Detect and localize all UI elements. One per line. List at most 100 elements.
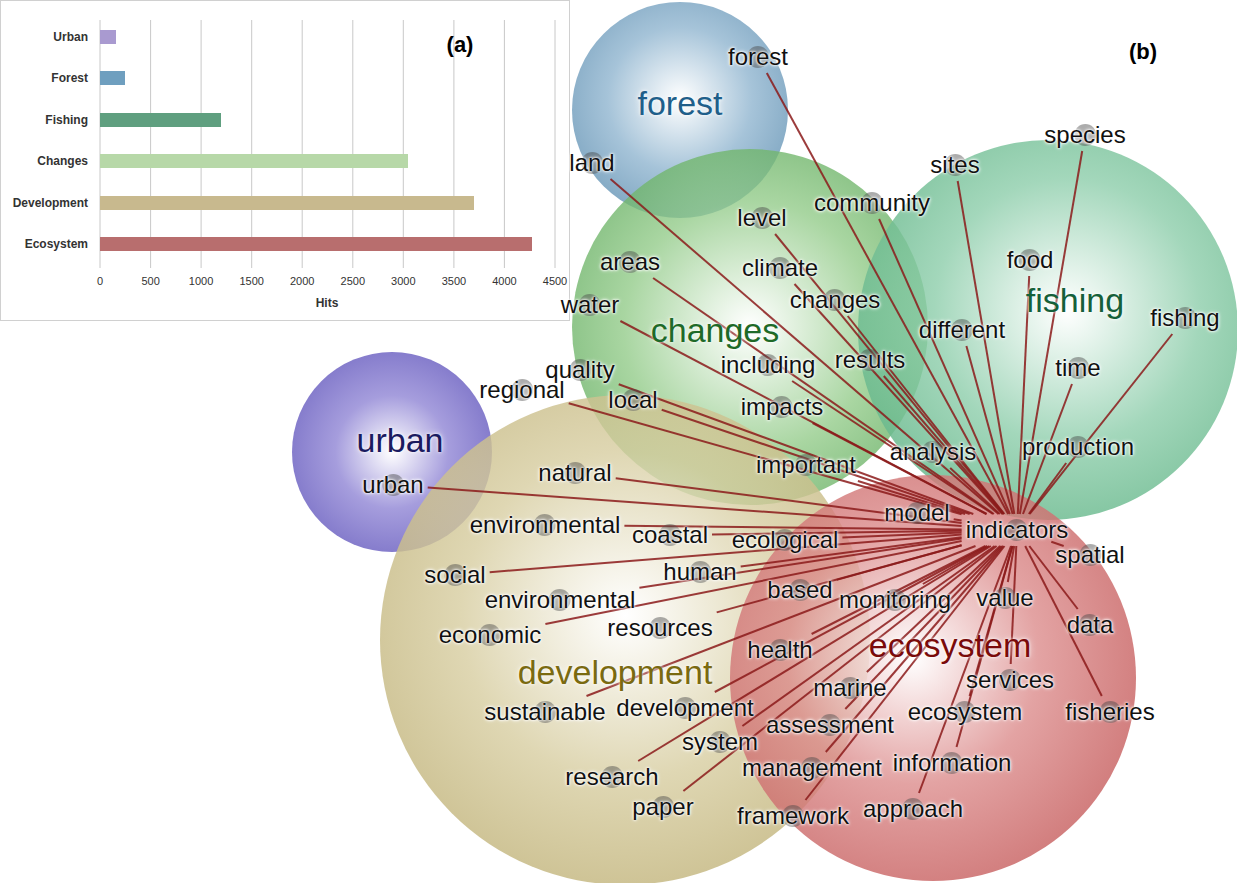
term-label: framework (735, 802, 851, 829)
association-line (966, 346, 1012, 514)
term-label: fisheries (1063, 698, 1156, 725)
term-label: resources (605, 614, 714, 641)
term-label: value (974, 584, 1035, 611)
association-line (950, 468, 1000, 514)
association-line (639, 539, 961, 588)
term-label: local (606, 386, 659, 413)
association-line (717, 545, 962, 612)
term-label: time (1053, 354, 1102, 381)
term-label: analysis (888, 438, 979, 465)
association-line (1029, 463, 1066, 514)
association-line (826, 546, 1003, 752)
term-node: level (735, 204, 788, 232)
topic-label: development (518, 653, 713, 692)
term-label: services (964, 666, 1056, 693)
association-line (569, 403, 962, 514)
association-line (792, 381, 993, 514)
term-node: natural (536, 459, 613, 487)
term-node: paper (630, 793, 695, 821)
term-label: ecosystem (906, 698, 1025, 725)
term-label: assessment (764, 711, 896, 738)
axis-title: Hits (316, 296, 339, 310)
association-line (545, 541, 961, 624)
term-label: data (1065, 611, 1116, 638)
term-label: monitoring (837, 586, 953, 613)
term-label: species (1042, 121, 1127, 148)
term-label: environmental (468, 511, 623, 538)
term-node: sites (928, 151, 981, 179)
term-node: health (745, 636, 814, 664)
association-line (653, 278, 994, 514)
tick-label: 4500 (543, 275, 567, 287)
association-line (812, 546, 986, 634)
term-node: land (567, 149, 616, 177)
term-node: approach (861, 795, 965, 823)
association-line (867, 546, 1000, 672)
association-line (813, 423, 987, 514)
tick-label: 1500 (239, 275, 263, 287)
term-label: areas (598, 248, 662, 275)
term-node: food (1005, 246, 1056, 274)
association-line (1008, 546, 1014, 582)
term-label: water (559, 291, 622, 318)
term-label: impacts (739, 393, 826, 420)
association-line (638, 546, 991, 761)
term-node: time (1053, 354, 1102, 382)
association-line (587, 546, 976, 696)
topic-label: fishing (1026, 281, 1124, 320)
association-line (1051, 542, 1063, 546)
term-node: based (765, 576, 834, 604)
association-line (1030, 334, 1173, 514)
association-line (842, 532, 961, 537)
term-node: value (974, 584, 1035, 612)
panel-label: (b) (1129, 39, 1157, 65)
term-label: regional (477, 376, 566, 403)
term-label: marine (811, 674, 888, 701)
term-label: urban (360, 471, 425, 498)
term-node: coastal (630, 521, 710, 549)
term-label: approach (861, 795, 965, 822)
term-node: research (563, 763, 660, 791)
term-node: monitoring (837, 586, 953, 614)
term-node: services (964, 666, 1056, 694)
term-label: information (891, 749, 1014, 776)
association-line (858, 481, 965, 514)
topic-label: ecosystem (869, 626, 1032, 665)
tick-label: 3500 (442, 275, 466, 287)
topic-label: forest (637, 84, 722, 123)
term-node: economic (437, 621, 544, 649)
term-node: analysis (888, 438, 979, 466)
term-node: management (740, 754, 884, 782)
topic-label: changes (651, 311, 780, 350)
term-node: human (661, 558, 738, 586)
term-label: production (1020, 433, 1136, 460)
category-label: Ecosystem (25, 237, 88, 251)
association-line (712, 531, 962, 535)
association-line (954, 519, 962, 520)
association-line (884, 376, 1003, 514)
association-line (879, 219, 1010, 514)
term-label: different (917, 316, 1007, 343)
term-label: important (754, 451, 858, 478)
tick-label: 2000 (290, 275, 314, 287)
term-label: land (567, 149, 616, 176)
association-line (1011, 546, 1017, 664)
association-line (1020, 151, 1082, 514)
term-node: assessment (764, 711, 896, 739)
association-line (624, 526, 961, 530)
association-line (611, 179, 999, 514)
term-node: water (559, 291, 622, 319)
term-label: sustainable (482, 698, 607, 725)
association-line (970, 546, 1013, 696)
association-line (919, 546, 1011, 793)
term-label: management (740, 754, 884, 781)
term-label: food (1005, 246, 1056, 273)
term-label: community (812, 189, 932, 216)
term-node: social (422, 561, 487, 589)
term-label: development (614, 694, 755, 721)
term-node: production (1020, 433, 1136, 461)
association-line (428, 488, 962, 527)
category-label: Changes (37, 154, 88, 168)
association-line (845, 546, 1001, 709)
term-node: species (1042, 121, 1127, 149)
